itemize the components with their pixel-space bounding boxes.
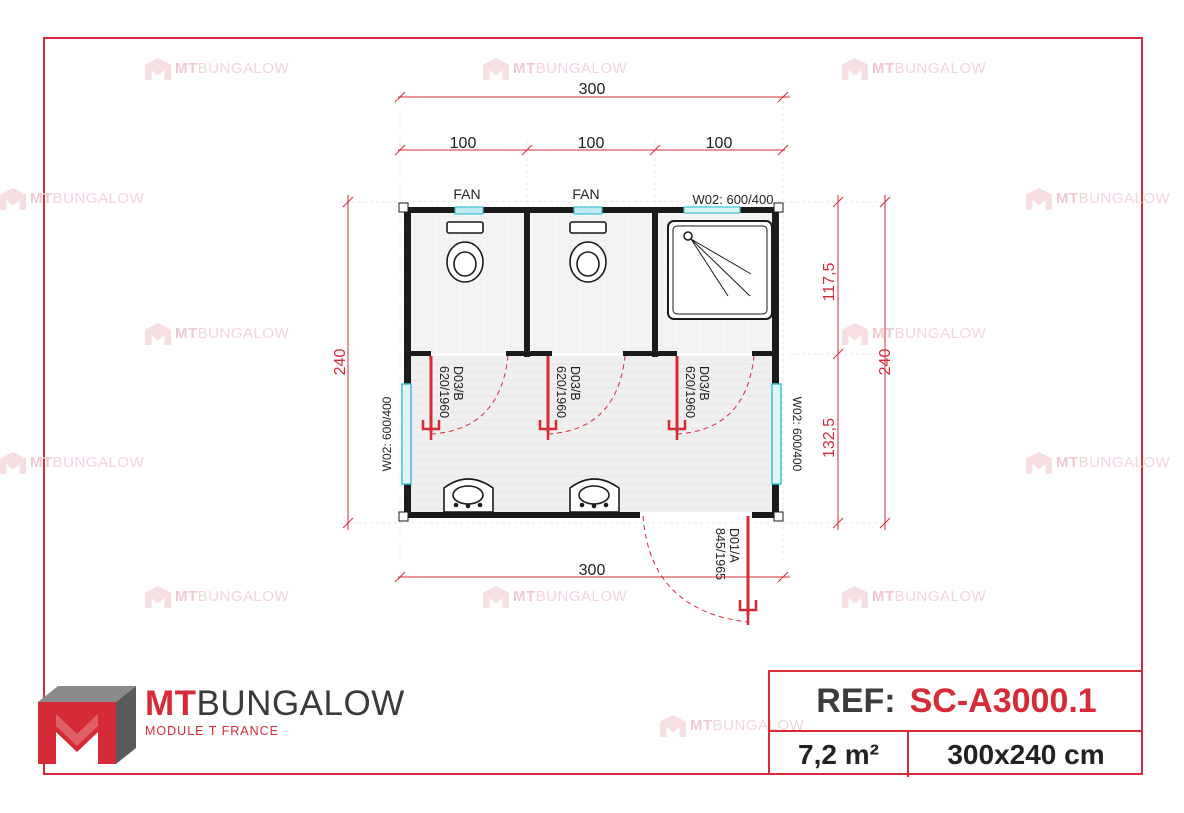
watermark-logo-icon — [145, 586, 171, 608]
wall-corridor-seg-1 — [404, 351, 431, 356]
door-2-icon — [538, 355, 626, 440]
watermark: MTBUNGALOW — [0, 188, 144, 210]
fan-2-label: FAN — [572, 186, 599, 202]
watermark: MTBUNGALOW — [1026, 188, 1170, 210]
dim-bay-1: 100 — [450, 135, 477, 152]
watermark-logo-icon — [1026, 188, 1052, 210]
sink-1-icon — [443, 478, 494, 513]
dim-lower-zone: 132,5 — [821, 418, 838, 458]
wall-partition-1 — [524, 207, 530, 357]
door-2-size: 620/1960 — [554, 366, 568, 418]
door-3-size: 620/1960 — [683, 366, 697, 418]
watermark: MTBUNGALOW — [145, 586, 289, 608]
watermark-logo-icon — [145, 58, 171, 80]
window-top-label: W02: 600/400 — [693, 192, 774, 207]
dim-bay-2: 100 — [578, 135, 605, 152]
wall-corridor-seg-3 — [623, 351, 677, 356]
construction-lines — [340, 95, 890, 560]
watermark-logo-icon — [483, 586, 509, 608]
watermark-logo-icon — [483, 58, 509, 80]
window-top-icon — [683, 206, 741, 214]
door-3-code: D03/B — [697, 366, 711, 401]
watermark: MTBUNGALOW — [842, 323, 986, 345]
watermark: MTBUNGALOW — [145, 323, 289, 345]
wall-left — [404, 207, 411, 518]
dim-bay-3: 100 — [706, 135, 733, 152]
window-right-icon — [771, 383, 782, 485]
spec-row: 7,2 m² 300x240 cm — [770, 732, 1143, 777]
dim-height-right: 240 — [877, 349, 894, 376]
watermark: MTBUNGALOW — [660, 715, 804, 737]
watermark: MTBUNGALOW — [842, 586, 986, 608]
corner-posts — [398, 202, 784, 522]
watermark-logo-icon — [0, 188, 26, 210]
dim-total-width-top: 300 — [579, 81, 606, 98]
fan-1-icon — [454, 206, 484, 215]
ref-label: REF: — [816, 681, 896, 720]
toilet-2-icon — [569, 221, 607, 283]
wall-bottom-left — [404, 512, 640, 518]
watermark: MTBUNGALOW — [483, 586, 627, 608]
overall-dimensions: 300x240 cm — [947, 738, 1105, 770]
watermark-logo-icon — [842, 58, 868, 80]
dim-total-width-bottom: 300 — [579, 562, 606, 579]
door-1-icon — [421, 355, 509, 440]
entry-door-icon — [642, 515, 758, 625]
window-left-label: W02: 600/400 — [380, 396, 394, 471]
ref-code: SC-A3000.1 — [909, 681, 1097, 720]
wall-corridor-seg-2 — [506, 351, 552, 356]
title-block: REF: SC-A3000.1 7,2 m² 300x240 cm — [768, 670, 1143, 777]
dim-upper-zone: 117,5 — [821, 262, 838, 301]
door-1-size: 620/1960 — [437, 366, 451, 418]
reference-row: REF: SC-A3000.1 — [770, 672, 1143, 732]
door-2-code: D03/B — [568, 366, 582, 401]
watermark-logo-icon — [842, 586, 868, 608]
watermark: MTBUNGALOW — [483, 58, 627, 80]
wc-room-1-floor — [411, 213, 526, 353]
mtbungalow-logo-icon — [38, 686, 136, 764]
wall-corridor-seg-4 — [752, 351, 779, 356]
watermark: MTBUNGALOW — [1026, 452, 1170, 474]
dimension-lines — [342, 91, 891, 583]
dim-height-left: 240 — [332, 349, 349, 376]
shower-tray-icon — [667, 220, 773, 320]
wall-partition-2 — [652, 207, 658, 357]
watermark-logo-icon — [145, 323, 171, 345]
watermark: MTBUNGALOW — [842, 58, 986, 80]
watermark: MTBUNGALOW — [0, 452, 144, 474]
fan-2-icon — [573, 206, 603, 215]
drawing-frame — [43, 37, 1143, 775]
company-brand: MTBUNGALOW MODULE T FRANCE — [145, 684, 405, 738]
entry-door-code: D01/A — [727, 528, 741, 563]
window-right-label: W02: 600/400 — [790, 397, 804, 472]
watermark-logo-icon — [1026, 452, 1052, 474]
entry-door-size: 845/1965 — [713, 528, 727, 580]
window-left-icon — [401, 383, 412, 485]
wall-right — [772, 207, 779, 518]
door-3-icon — [667, 355, 755, 440]
wc-room-2-floor — [531, 213, 653, 353]
watermark-logo-icon — [842, 323, 868, 345]
toilet-1-icon — [446, 221, 484, 283]
wall-bottom-right — [752, 512, 779, 518]
watermark-logo-icon — [0, 452, 26, 474]
door-1-code: D03/B — [451, 366, 465, 401]
company-name: MTBUNGALOW — [145, 684, 405, 723]
watermark: MTBUNGALOW — [145, 58, 289, 80]
fan-1-label: FAN — [453, 186, 480, 202]
company-subtitle: MODULE T FRANCE — [145, 724, 280, 738]
sink-2-icon — [569, 478, 620, 513]
floor-area: 7,2 m² — [770, 732, 909, 777]
watermark-logo-icon — [660, 715, 686, 737]
